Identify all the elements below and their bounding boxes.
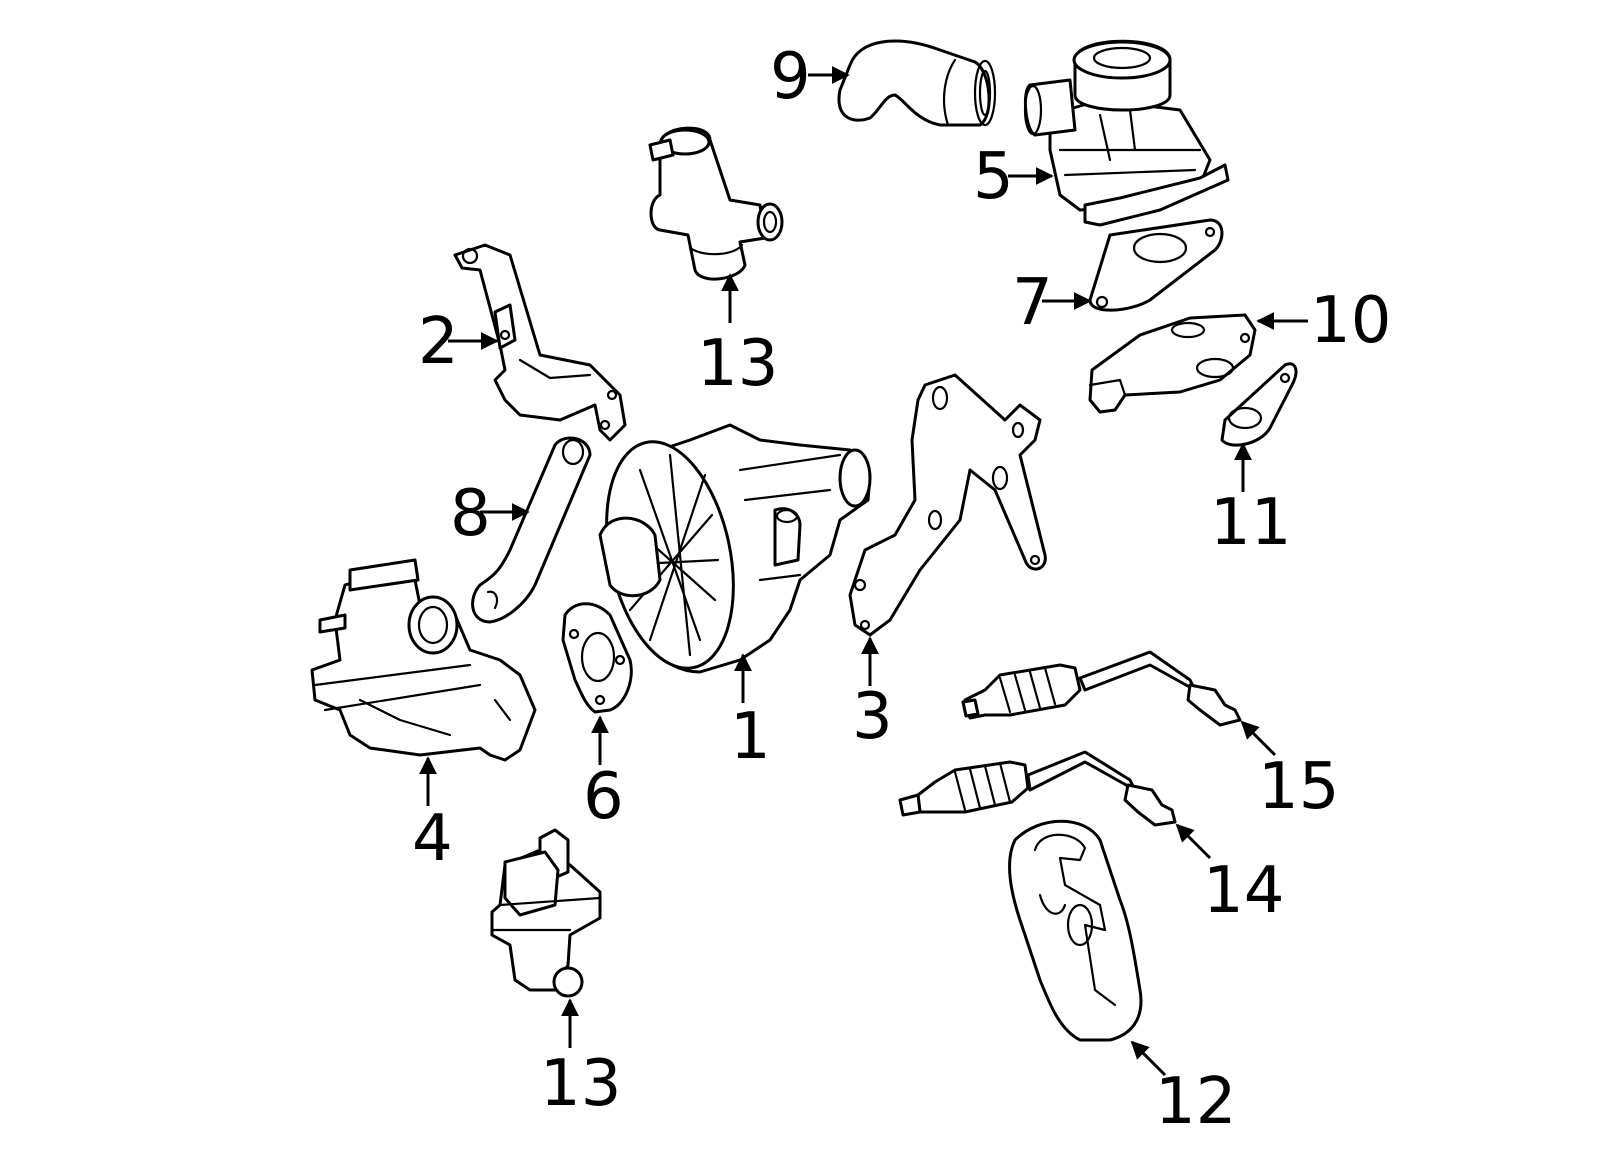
callout-label-13a: 13 [697,327,778,401]
callout-label-6: 6 [583,760,624,834]
part-13-valve-top[interactable] [648,126,784,281]
callout-label-12: 12 [1155,1065,1236,1139]
part-8-tube[interactable] [471,436,592,624]
callout-line-15 [1240,720,1277,757]
part-9-hose[interactable] [837,39,997,127]
part-15-sensor[interactable] [961,650,1242,727]
callout-label-7: 7 [1012,266,1053,340]
callout-label-1: 1 [730,700,771,774]
part-11-gasket[interactable] [1220,362,1298,447]
callout-label-13b: 13 [540,1047,621,1121]
part-12-heat-shield[interactable] [1008,819,1143,1042]
callout-label-10: 10 [1310,284,1391,358]
callout-label-3: 3 [852,680,893,754]
part-5-valve[interactable] [1023,39,1230,227]
part-1-air-pump[interactable] [587,423,872,680]
part-3-bracket[interactable] [848,373,1047,637]
part-6-gasket[interactable] [561,602,633,714]
callout-label-4: 4 [412,802,453,876]
part-13-valve-bottom[interactable] [490,828,602,998]
callout-label-9: 9 [770,40,811,114]
callout-label-15: 15 [1258,750,1339,824]
callout-line-12 [1130,1040,1167,1077]
part-7-gasket[interactable] [1088,218,1224,312]
part-14-sensor[interactable] [898,750,1177,827]
callout-label-5: 5 [973,140,1014,214]
part-4-valve[interactable] [310,558,537,762]
callout-label-8: 8 [450,477,491,551]
part-10-flange[interactable] [1088,313,1257,414]
callout-line-14 [1175,823,1212,860]
callout-label-14: 14 [1203,854,1284,928]
callout-label-11: 11 [1210,486,1291,560]
callout-label-2: 2 [418,305,459,379]
